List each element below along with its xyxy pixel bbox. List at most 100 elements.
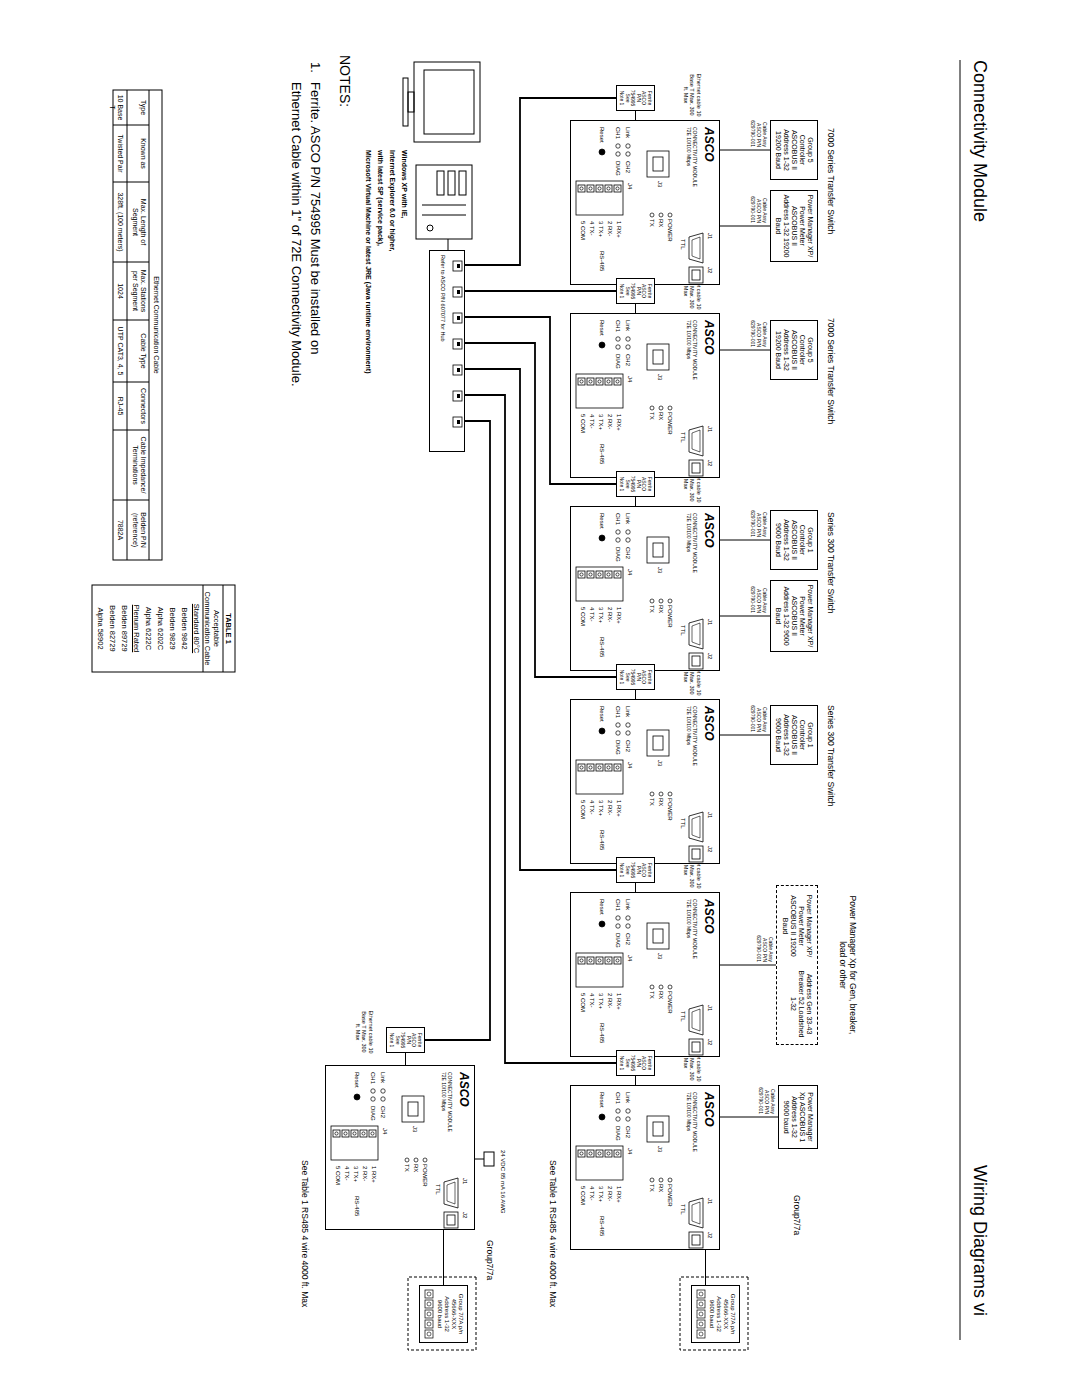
indicator-led [381, 1089, 385, 1093]
indicator-led [607, 187, 610, 190]
module-marking: TTL [679, 625, 686, 636]
indicator-led [626, 530, 630, 534]
label-text: Type [139, 92, 147, 123]
hardware-part [578, 571, 585, 578]
indicator-led [659, 985, 663, 989]
module-marking: 5 COM [579, 607, 586, 626]
module-marking: CONNECTIVITY MODULE 72E 10/100 Mbps [686, 320, 698, 382]
module-marking: CH2 [379, 1106, 386, 1118]
module-marking: CH2 [624, 740, 631, 752]
indicator-led [354, 1094, 360, 1100]
module-marking: J3 [656, 760, 663, 766]
terminal-screw [699, 1322, 703, 1326]
indicator-led [580, 1152, 583, 1155]
module-marking: 4 TX- [588, 993, 595, 1008]
ferrite-box: Ferrite ASCO P/N 754995 See Note 1 [616, 85, 655, 111]
hardware-part [578, 957, 585, 964]
label-text: Alpha 6222C [144, 587, 153, 670]
module-marking: J2 [706, 1232, 713, 1238]
module-marking: Link [624, 320, 631, 331]
indicator-led [599, 728, 605, 734]
indicator-led [589, 959, 592, 962]
hardware-part [647, 923, 669, 949]
db9-connector [689, 812, 703, 842]
indicator-led [626, 538, 630, 542]
cable [720, 350, 770, 351]
module-marking: 5 COM [579, 1186, 586, 1205]
module-marking: POWER [421, 1164, 428, 1187]
module-marking: RX [657, 605, 664, 613]
module-marking: RS-485 [598, 444, 605, 464]
hardware-part [692, 1235, 700, 1245]
node-text: Ferrite ASCO P/N 754995 See Note 1 [619, 88, 652, 108]
module-marking: POWER [666, 798, 673, 821]
page-title: Connectivity Module [968, 60, 990, 222]
cable-label: Cable Assy ASCO P/N 629790-001 [750, 315, 767, 347]
hardware-part [605, 1150, 612, 1157]
label-text: Power Manager Xp for Gen, breaker, load … [838, 890, 858, 1040]
hardware-part [692, 656, 700, 666]
module-marking: J3 [656, 953, 663, 959]
cable [720, 735, 770, 736]
module-marking: 4 TX- [588, 414, 595, 429]
cable-label: Cable Assy ASCO P/N 629790-001 [750, 191, 767, 223]
hardware-part [692, 270, 700, 280]
terminal-screw [699, 1292, 703, 1296]
label-text: RJ-45 [116, 384, 124, 428]
module-marking: Reset [598, 320, 605, 336]
hardware-part [647, 344, 669, 370]
ferrite-box: Ferrite ASCO P/N 754995 See Note 1 [386, 1027, 425, 1053]
module-marking: RS-485 [598, 251, 605, 271]
module-marking: J4 [626, 955, 633, 961]
hardware-part [605, 571, 612, 578]
label-text: Internet Explorer 6.0 or higher, [388, 150, 396, 252]
indicator-led [405, 1158, 409, 1162]
hardware-part [596, 571, 603, 578]
module-marking: 1 RX+ [615, 607, 622, 624]
module-marking: RS-485 [353, 1196, 360, 1216]
module-marking: 3 TX+ [352, 1166, 359, 1182]
module-marking: 5 COM [579, 800, 586, 819]
label-text: Ethernet cable 10 Base T Max. 300 ft. Ma… [682, 73, 702, 117]
module-marking: 4 TX- [588, 607, 595, 622]
hardware-part [653, 350, 663, 364]
hardware-part [596, 957, 603, 964]
connectivity-module: ASCOCONNECTIVITY MODULE 72E 10/100 MbpsJ… [570, 120, 720, 285]
module-marking: ASCO [701, 706, 715, 741]
indicator-led [598, 959, 601, 962]
db9-connector [692, 816, 700, 838]
indicator-led [362, 1132, 365, 1135]
indicator-led [616, 573, 619, 576]
hardware-part [605, 764, 612, 771]
cable-label: Cable Assy ASCO P/N 629790-001 [750, 581, 767, 613]
label-text: Cable Type [139, 322, 147, 380]
hardware-part [689, 653, 703, 669]
module-marking: 3 TX+ [597, 221, 604, 237]
label-text: See Table 1 RS485 4 wire 4000 ft. Max [300, 1160, 310, 1307]
db9-connector [689, 233, 703, 263]
module-marking: J4 [626, 183, 633, 189]
indicator-led [598, 573, 601, 576]
module-marking: Link [379, 1072, 386, 1083]
module-marking: CH2 [624, 354, 631, 366]
module-marking: J2 [706, 846, 713, 852]
terminal-screw [427, 1292, 431, 1296]
node-text: Group 5 Controller ASCOBUS II Address 1-… [774, 124, 814, 176]
db9-connector [692, 1009, 700, 1031]
node-text: Group 1 Controller ASCOBUS II Address 1-… [774, 709, 814, 761]
rj45-port [457, 368, 460, 372]
terminal-strip [695, 1289, 706, 1339]
ferrite-box: Ferrite ASCO P/N 754995 See Note 1 [616, 1050, 655, 1076]
indicator-led [344, 1132, 347, 1135]
label-text: Known as [139, 127, 147, 180]
node-text: Ferrite ASCO P/N 754995 See Note 1 [619, 667, 652, 687]
indicator-led [616, 538, 620, 542]
module-marking: 4 TX- [343, 1166, 350, 1181]
indicator-led [616, 766, 619, 769]
module-marking: TTL [679, 1204, 686, 1215]
module-marking: J4 [626, 376, 633, 382]
hardware-part [605, 957, 612, 964]
